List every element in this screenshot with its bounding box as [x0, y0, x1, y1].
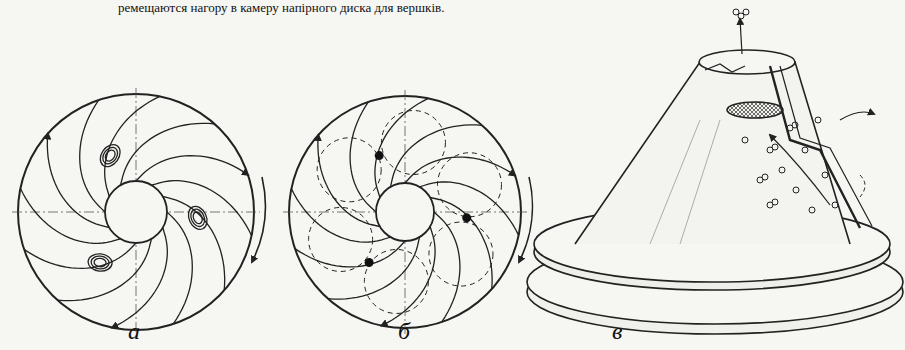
droplet	[832, 202, 838, 208]
streamline	[163, 197, 225, 291]
hub-circle	[376, 183, 434, 241]
streamline	[47, 134, 109, 228]
streamline	[58, 239, 152, 301]
vortex	[100, 145, 121, 167]
vortex	[188, 207, 207, 229]
droplet	[802, 147, 808, 153]
vortex	[185, 203, 211, 232]
streamline	[391, 125, 483, 187]
disk-plan-a	[12, 88, 265, 336]
droplet	[793, 187, 799, 193]
droplet	[792, 122, 798, 128]
droplets	[742, 117, 838, 213]
figure-letter: б	[398, 318, 410, 345]
hub-circle	[105, 181, 167, 243]
streamline	[167, 212, 192, 324]
caption-fragment: ремещаются нагору в камеру напірного дис…	[118, 0, 444, 16]
vortex-core	[462, 213, 471, 222]
droplet	[779, 167, 785, 173]
vortex	[91, 255, 110, 269]
streamline	[121, 123, 215, 185]
streamline	[24, 243, 136, 268]
streamline	[318, 135, 380, 227]
circulation-loop	[437, 153, 501, 217]
droplet	[822, 172, 828, 178]
rotation-arrow	[519, 177, 532, 262]
streamline	[430, 198, 492, 290]
droplet	[762, 174, 768, 180]
figure-letter: а	[128, 318, 140, 345]
streamline	[328, 237, 420, 299]
vortex	[87, 253, 113, 272]
circulation-loop	[429, 222, 493, 286]
rotation-arrow	[252, 177, 265, 262]
circulation-loop	[317, 138, 381, 202]
droplet	[742, 137, 748, 143]
circulation-loop	[364, 249, 428, 313]
circulation-loop	[309, 207, 373, 271]
streamline	[434, 212, 460, 322]
streamline	[405, 157, 515, 183]
cone-disk-c	[527, 9, 903, 334]
vortex	[96, 141, 124, 171]
circulation-loop	[381, 111, 445, 175]
droplet	[772, 144, 778, 150]
streamline	[136, 156, 248, 181]
streamline	[295, 241, 405, 267]
vortex	[94, 258, 107, 267]
droplet	[809, 207, 815, 213]
droplet	[815, 117, 821, 123]
figure-letter: в	[612, 318, 622, 345]
disk-plan-b	[283, 90, 532, 334]
streamline	[350, 102, 376, 212]
droplet	[772, 199, 778, 205]
